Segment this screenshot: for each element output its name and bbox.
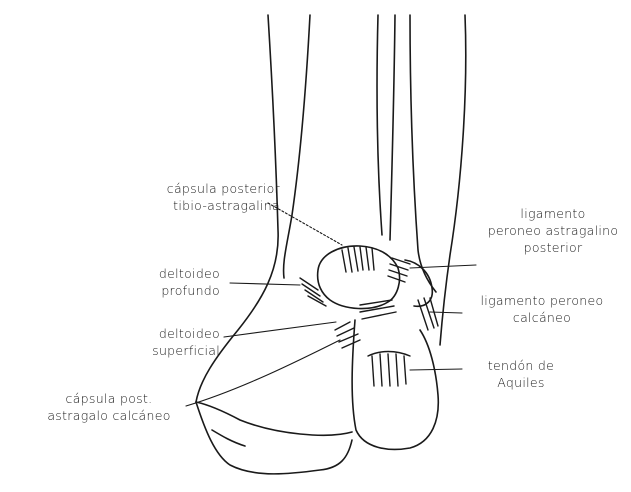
astragalo-calcaneo-ligament xyxy=(360,300,396,319)
leader-deltoideo-superficial xyxy=(224,322,336,337)
fibula-right xyxy=(410,15,436,292)
calcaneus xyxy=(352,320,438,449)
tibia-left xyxy=(284,15,310,278)
talus xyxy=(318,246,400,309)
tibia-right xyxy=(377,15,382,235)
leader-tendon-aquiles xyxy=(410,369,462,370)
label-deltoideo-superficial: deltoideo superficial xyxy=(96,325,220,359)
toe-line xyxy=(212,430,245,446)
achilles-tendon xyxy=(368,352,410,387)
label-ligamento-peroneo-astragalino: ligamento peroneo astragalino posterior xyxy=(478,205,628,256)
label-capsula-post-astragalo: cápsula post. astragalo calcáneo xyxy=(24,390,194,424)
leader-deltoideo-profundo xyxy=(230,283,300,285)
deltoideo-superficial-ligament xyxy=(335,322,360,348)
label-tendon-aquiles: tendón de Aquiles xyxy=(466,357,576,391)
capsula-posterior-ligament xyxy=(342,247,374,272)
foot-sole xyxy=(196,402,352,474)
label-deltoideo-profundo: deltoideo profundo xyxy=(100,265,220,299)
label-capsula-posterior: cápsula posterior tibio-astragalina xyxy=(70,180,280,214)
label-ligamento-peroneo-calcaneo: ligamento peroneo calcáneo xyxy=(458,292,626,326)
fibula-left xyxy=(390,15,395,240)
foot-top xyxy=(196,402,352,435)
